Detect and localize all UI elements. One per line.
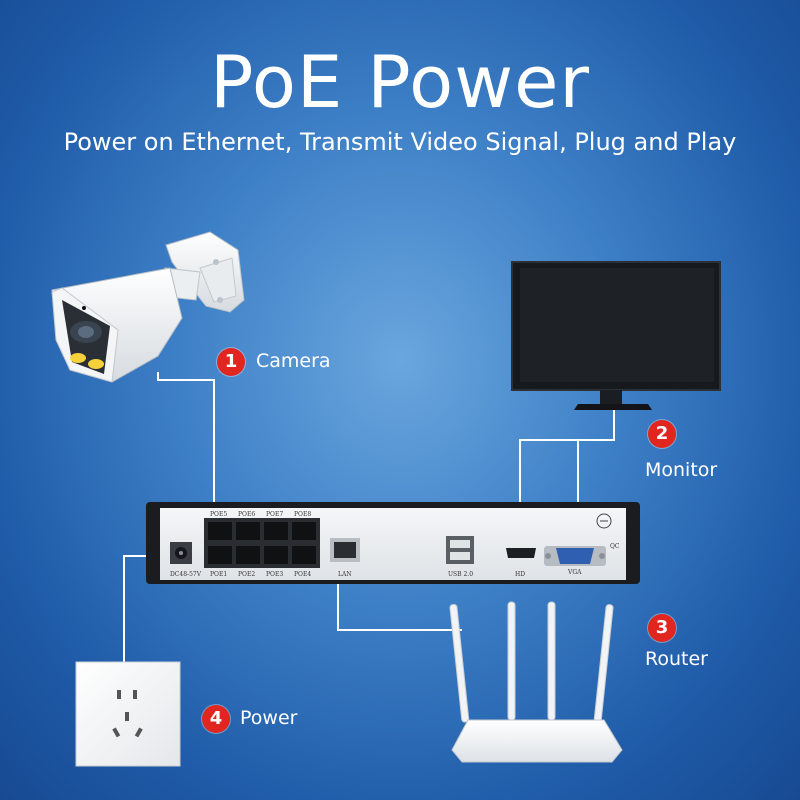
port-label-poe7: POE7 xyxy=(266,511,283,518)
label-power: Power xyxy=(240,707,298,729)
monitor-cable xyxy=(519,410,615,540)
port-label-hd: HD xyxy=(515,571,525,578)
monitor-icon xyxy=(511,261,721,410)
badge-router: 3 xyxy=(648,614,676,642)
camera-cable xyxy=(157,372,215,518)
poe-ports xyxy=(204,518,320,568)
power-socket-icon xyxy=(75,661,181,767)
label-camera: Camera xyxy=(256,350,331,372)
port-label-vga: VGA xyxy=(567,569,582,576)
nvr-icon xyxy=(146,502,640,584)
camera-icon xyxy=(51,231,245,383)
page-subtitle: Power on Ethernet, Transmit Video Signal… xyxy=(63,128,737,156)
page-title: PoE Power xyxy=(210,40,590,124)
router-cable xyxy=(337,578,462,631)
router-icon xyxy=(449,601,623,763)
port-label-lan: LAN xyxy=(338,571,352,578)
port-label-qc: QC xyxy=(610,543,620,550)
port-label-poe2: POE2 xyxy=(238,571,255,578)
badge-power: 4 xyxy=(202,705,230,733)
port-label-poe1: POE1 xyxy=(210,571,227,578)
port-label-poe8: POE8 xyxy=(294,511,311,518)
port-label-poe6: POE6 xyxy=(238,511,255,518)
badge-monitor: 2 xyxy=(648,420,676,448)
label-router: Router xyxy=(645,648,708,670)
port-label-dc: DC48-57V xyxy=(170,571,202,578)
badge-camera: 1 xyxy=(217,348,245,376)
port-label-poe3: POE3 xyxy=(266,571,283,578)
port-label-poe5: POE5 xyxy=(210,511,227,518)
label-monitor: Monitor xyxy=(645,459,718,481)
port-label-usb: USB 2.0 xyxy=(448,571,473,578)
port-label-poe4: POE4 xyxy=(294,571,311,578)
